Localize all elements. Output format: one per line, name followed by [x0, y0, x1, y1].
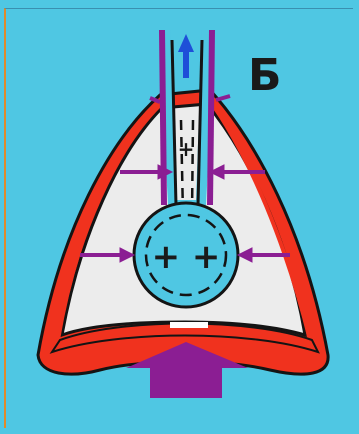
trachea-right-wall [210, 30, 212, 205]
trachea-plus-sign: + [178, 137, 195, 161]
lung-plus-signs: + + [152, 237, 221, 277]
panel-label: Б [248, 50, 282, 101]
trachea-left-wall [162, 30, 164, 205]
outflow-arrowhead [178, 34, 194, 52]
diaphragm-gap [170, 322, 208, 328]
